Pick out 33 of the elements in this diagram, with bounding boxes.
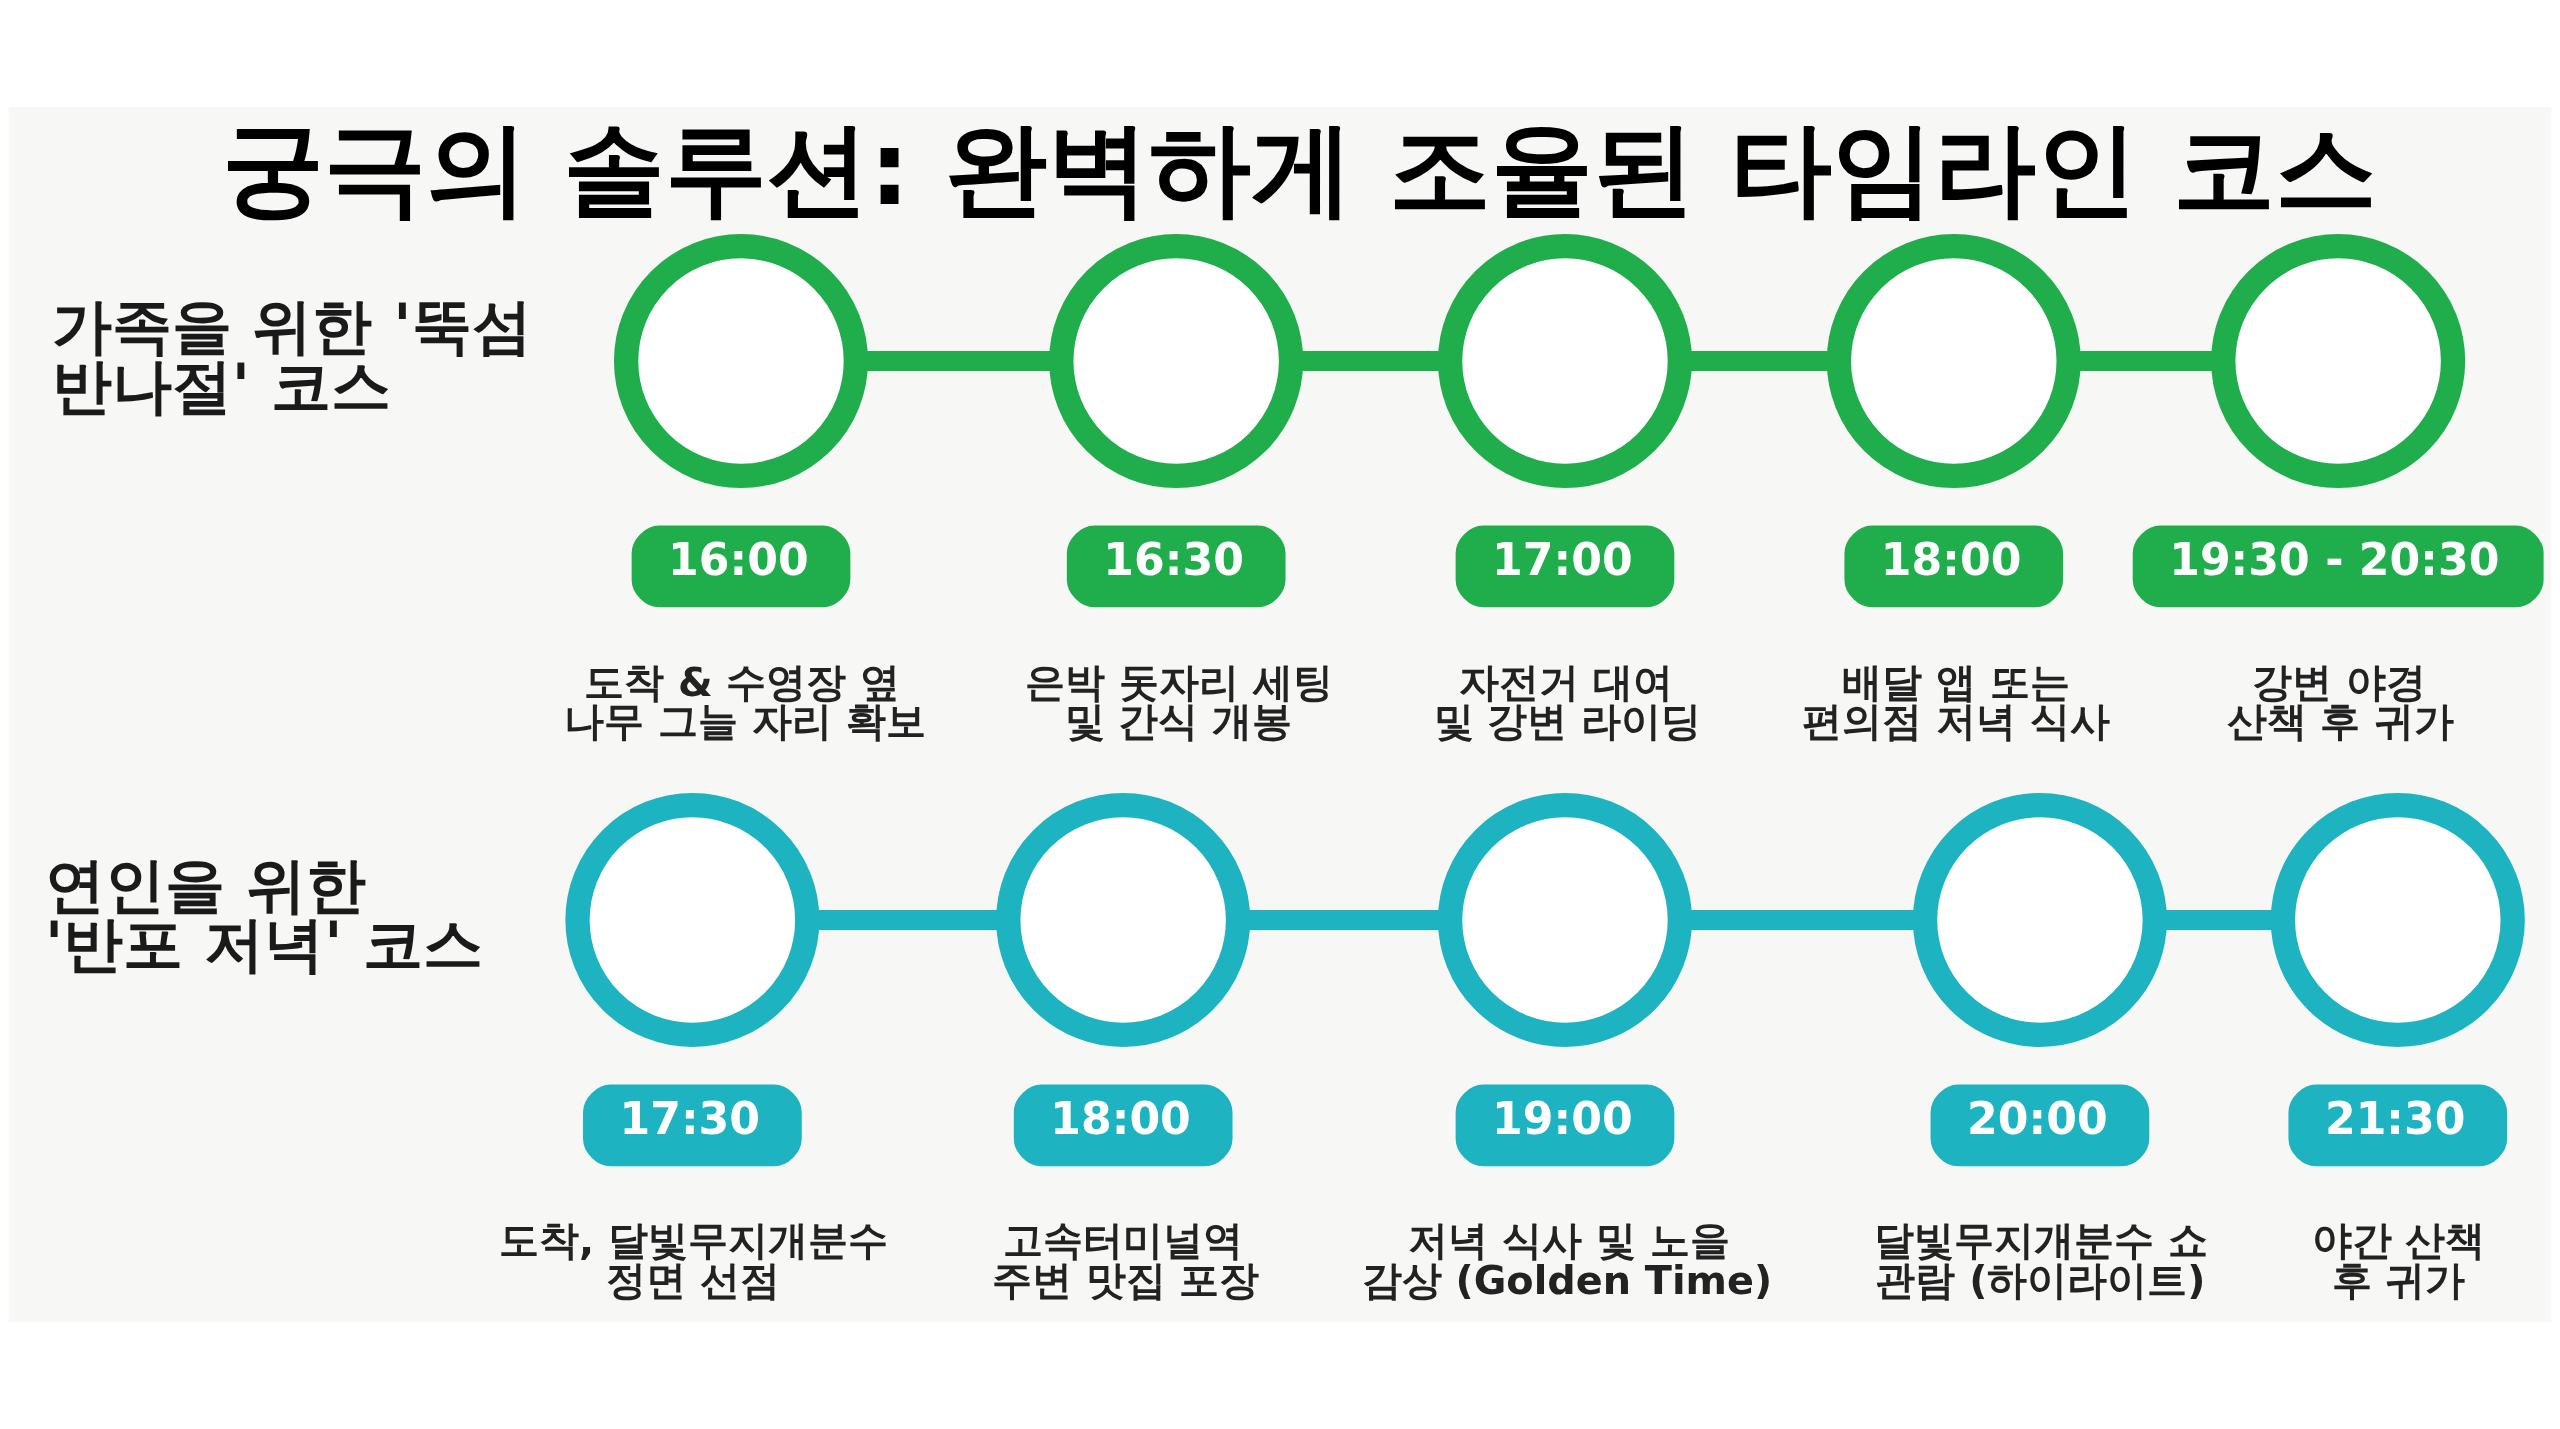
node-box: 19:30 - 20:30 xyxy=(2132,525,2544,608)
diagram-title: 궁극의 솔루션: 완벽하게 조율된 타임라인 코스 xyxy=(221,109,2378,228)
node-box: 17:30 xyxy=(583,1084,802,1167)
node-label: 야간 산책 후 귀가 xyxy=(2311,1217,2486,1304)
node-label: 고속터미널역 주변 맛집 포장 xyxy=(991,1217,1260,1304)
node-label: 배달 앱 또는 편의점 저녁 식사 xyxy=(1802,658,2111,745)
node-box: 16:30 xyxy=(1066,525,1286,608)
label: 연인을 위한 '반포 저녁' 코스 xyxy=(45,850,484,980)
label: 가족을 위한 '뚝섬 반나절' 코스 xyxy=(51,291,532,421)
node-box: 18:00 xyxy=(1013,1084,1233,1167)
node-box: 19:00 xyxy=(1455,1084,1675,1167)
node-circle xyxy=(613,234,868,489)
node-circle xyxy=(2270,792,2525,1047)
node-label: 도착, 달빛무지개분수 정면 선점 xyxy=(499,1217,889,1304)
node-circle xyxy=(1912,792,2167,1047)
node-circle xyxy=(1826,234,2081,489)
node-label: 도착 & 수영장 옆 나무 그늘 자리 확보 xyxy=(564,658,926,745)
node-circle xyxy=(565,792,820,1047)
node-box: 18:00 xyxy=(1844,525,2064,608)
node-circle xyxy=(2211,234,2466,489)
node-box: 21:30 xyxy=(2288,1084,2508,1167)
node-label: 은박 돗자리 세팅 및 간식 개봉 xyxy=(1024,658,1333,745)
node-circle xyxy=(996,792,1251,1047)
node-circle xyxy=(1437,234,1692,489)
node-box: 17:00 xyxy=(1455,525,1675,608)
node-label: 달빛무지개분수 쇼 관람 (하이라이트) xyxy=(1874,1217,2209,1304)
node-label: 강변 야경 산책 후 귀가 xyxy=(2226,658,2455,745)
node-box: 20:00 xyxy=(1930,1084,2150,1167)
node-circle xyxy=(1437,792,1692,1047)
node-circle xyxy=(1049,234,1304,489)
node-label: 저녁 식사 및 노을 감상 (Golden Time) xyxy=(1361,1217,1773,1304)
node-label: 자전거 대여 및 강변 라이딩 xyxy=(1433,658,1702,745)
node-box: 16:00 xyxy=(631,525,851,608)
